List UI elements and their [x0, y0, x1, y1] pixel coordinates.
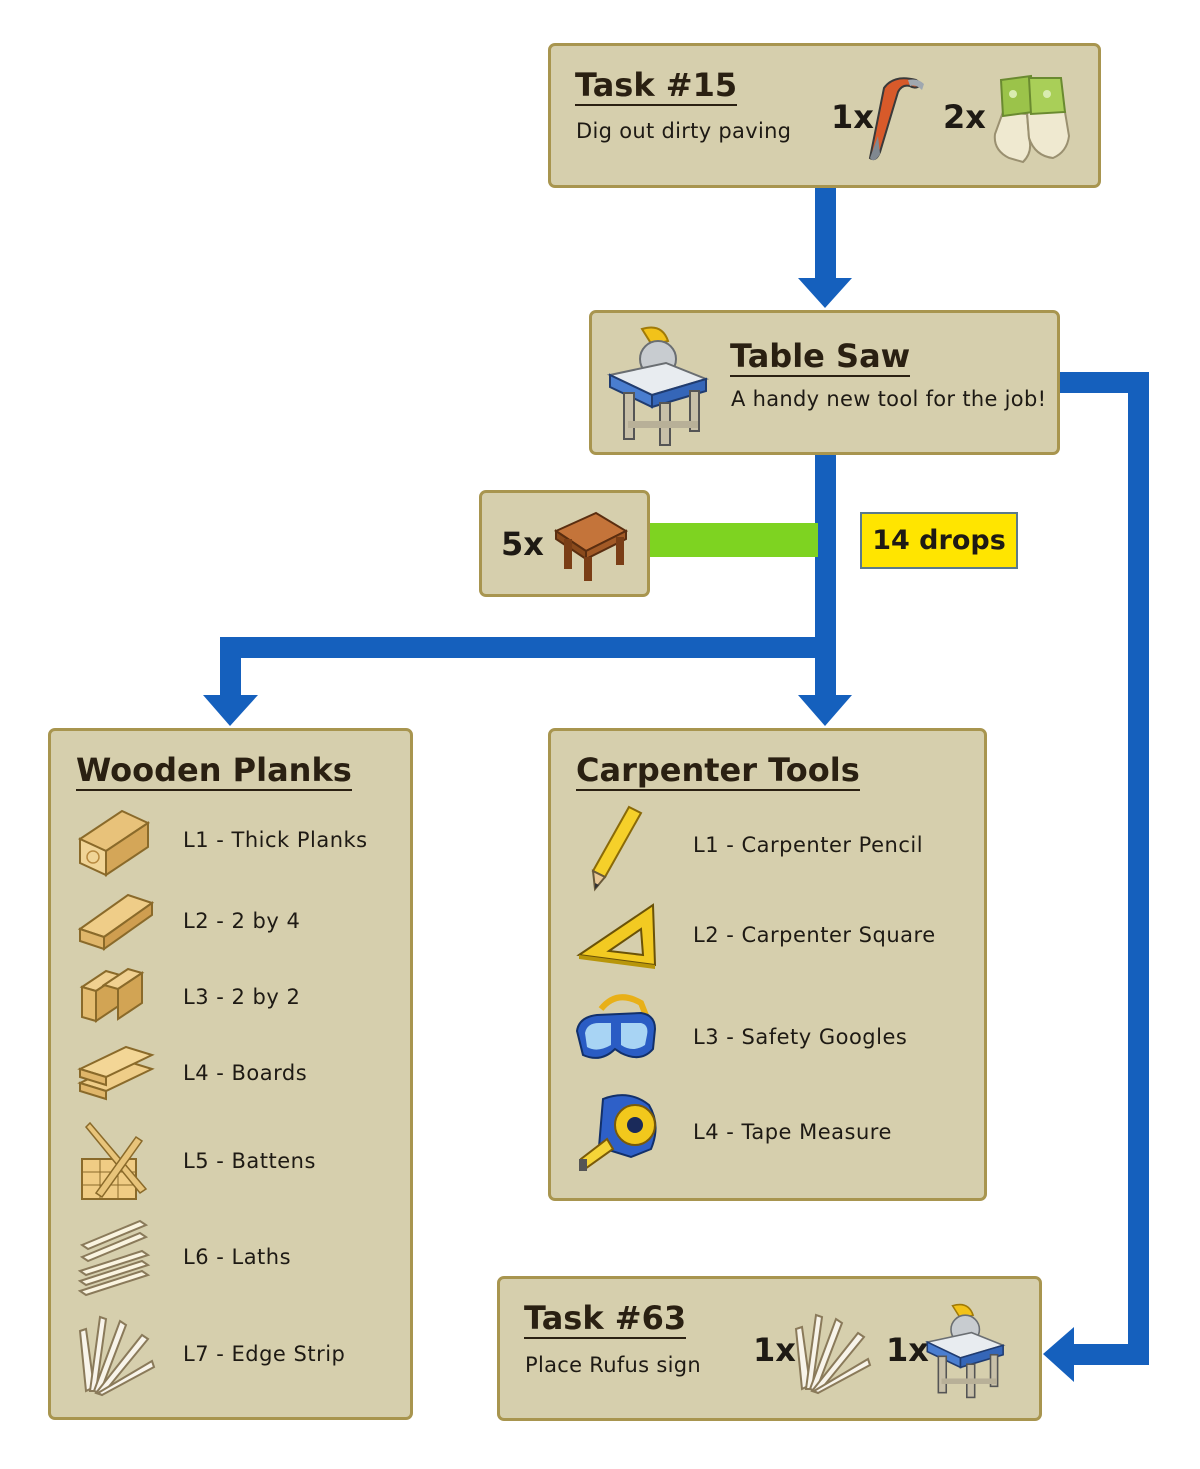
carpenter-tools-item: L1 - Carpenter Pencil	[693, 833, 924, 857]
two-by-two-icon	[79, 967, 145, 1023]
pencil-icon	[591, 805, 643, 892]
carpenter-tools-item: L4 - Tape Measure	[693, 1120, 892, 1144]
arrow-trunk	[815, 455, 836, 697]
carpenter-tools-item: L2 - Carpenter Square	[693, 923, 936, 947]
carpenter-tools-item: L3 - Safety Googles	[693, 1025, 908, 1049]
arrow-right-horizontal	[1059, 372, 1149, 393]
arrow-branch-horizontal	[220, 637, 836, 658]
safety-goggles-icon	[575, 994, 657, 1059]
tape-measure-icon	[579, 1094, 657, 1171]
arrow-head-wooden-planks	[203, 695, 258, 726]
task63-card: Task #63 Place Rufus sign 1x 1x	[497, 1276, 1042, 1421]
task15-description: Dig out dirty paving	[576, 119, 792, 143]
task63-description: Place Rufus sign	[525, 1353, 701, 1377]
arrow-head-carpenter-tools	[798, 695, 852, 726]
wooden-planks-card: Wooden Planks L1 - Thick Planks L2 - 2 b…	[48, 728, 413, 1420]
thick-planks-icon	[77, 809, 151, 877]
edge-strip-icon	[794, 1313, 872, 1395]
wooden-planks-item: L6 - Laths	[183, 1245, 292, 1269]
task15-qty-1: 1x	[831, 98, 874, 136]
green-connector	[648, 523, 818, 557]
table-saw-description: A handy new tool for the job!	[731, 387, 1047, 411]
gardening-gloves-icon	[993, 74, 1071, 164]
drops-badge: 14 drops	[860, 512, 1018, 569]
task63-title: Task #63	[524, 1299, 687, 1339]
wooden-planks-item: L3 - 2 by 2	[183, 985, 301, 1009]
arrow-right-vertical	[1128, 372, 1149, 1365]
wooden-planks-title: Wooden Planks	[76, 751, 352, 791]
table-saw-icon	[924, 1303, 1006, 1399]
two-by-four-icon	[77, 893, 155, 951]
table-saw-title: Table Saw	[730, 337, 911, 377]
table-saw-card: Table Saw A handy new tool for the job!	[589, 310, 1060, 455]
arrow-head-tablesaw	[798, 278, 852, 308]
carpenter-tools-title: Carpenter Tools	[576, 751, 860, 791]
arrow-head-task63	[1043, 1327, 1074, 1382]
workbench-icon	[553, 511, 629, 581]
wooden-planks-item: L7 - Edge Strip	[183, 1342, 346, 1366]
boards-icon	[77, 1045, 155, 1101]
workbench-qty: 5x	[501, 525, 544, 563]
task63-qty-1: 1x	[753, 1331, 796, 1369]
carpenter-tools-card: Carpenter Tools L1 - Carpenter Pencil L2…	[548, 728, 987, 1201]
task15-qty-2: 2x	[943, 98, 986, 136]
wooden-planks-item: L2 - 2 by 4	[183, 909, 301, 933]
carpenter-square-icon	[576, 903, 657, 969]
table-saw-icon	[606, 326, 710, 446]
wooden-planks-item: L4 - Boards	[183, 1061, 308, 1085]
wooden-planks-item: L5 - Battens	[183, 1149, 316, 1173]
task63-qty-2: 1x	[886, 1331, 929, 1369]
arrow-task15-to-tablesaw	[815, 188, 836, 280]
edge-strip-icon	[78, 1315, 156, 1397]
task15-card: Task #15 Dig out dirty paving 1x 2x	[548, 43, 1101, 188]
battens-icon	[81, 1121, 148, 1200]
arrow-branch-left-down	[220, 637, 241, 697]
laths-icon	[77, 1219, 151, 1297]
workbench-cost-card: 5x	[479, 490, 650, 597]
arrow-right-bottom	[1072, 1344, 1149, 1365]
wooden-planks-item: L1 - Thick Planks	[183, 828, 368, 852]
crowbar-icon	[868, 77, 924, 161]
task15-title: Task #15	[575, 66, 738, 106]
